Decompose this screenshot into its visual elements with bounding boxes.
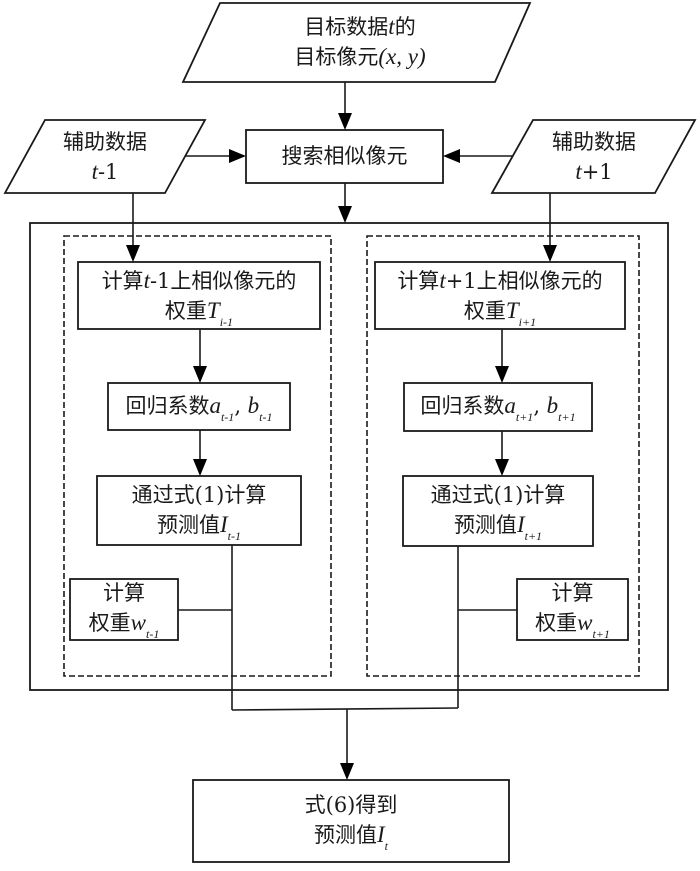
right-weight-w-label: 计算 权重wt+1 — [517, 579, 628, 641]
search-node — [245, 129, 444, 184]
arrowhead-right-T-to-regression — [495, 366, 509, 383]
right-w-var: w — [577, 610, 593, 635]
processing-container — [29, 222, 669, 691]
right-predict-sub: t+1 — [524, 529, 543, 543]
target-input-coords: (x, y) — [378, 44, 426, 69]
aux-prev-var: t — [91, 159, 98, 184]
right-T-symbol: T — [505, 298, 519, 323]
right-predict-var: I — [516, 512, 525, 537]
left-weight-w-label: 计算 权重wt-1 — [70, 579, 178, 641]
right-branch-group — [366, 235, 640, 677]
right-w-line1: 计算 — [551, 581, 594, 605]
aux-prev-suffix: -1 — [97, 160, 119, 184]
right-w-sub: t+1 — [592, 627, 610, 641]
arrowhead-left-T-to-regression — [193, 366, 207, 383]
aux-next-node — [490, 119, 697, 194]
left-regression-node — [107, 382, 291, 431]
target-input-node — [181, 2, 532, 83]
right-regression-a: a — [504, 393, 516, 418]
left-predict-var: I — [219, 512, 228, 537]
target-input-suffix: 的 — [394, 15, 416, 39]
right-weight-T-node — [374, 261, 626, 330]
right-regression-label: 回归系数at+1, bt+1 — [404, 391, 592, 424]
edge-merge-horizontal — [231, 707, 459, 711]
left-predict-sub: t-1 — [227, 529, 241, 543]
right-predict-label: 通过式(1)计算 预测值It+1 — [403, 480, 593, 543]
target-input-label: 目标数据t的 目标像元(x, y) — [205, 12, 515, 72]
right-T-var: t — [439, 268, 446, 293]
aux-next-label: 辅助数据 t+1 — [513, 127, 675, 187]
final-node — [192, 779, 510, 863]
arrowhead-target-to-search — [338, 113, 352, 130]
right-weight-w-node — [516, 578, 629, 641]
left-weight-T-label: 计算t-1上相似像元的 权重Ti-1 — [78, 266, 320, 329]
left-predict-line1: 通过式(1)计算 — [131, 483, 267, 507]
final-var: I — [376, 822, 385, 847]
target-input-var-t: t — [388, 14, 395, 39]
search-label: 搜索相似像元 — [246, 141, 443, 171]
right-regression-sep: , — [533, 394, 547, 418]
left-regression-text: 回归系数 — [125, 394, 210, 418]
left-w-var: w — [130, 610, 146, 635]
left-regression-label: 回归系数at-1, bt-1 — [108, 391, 290, 424]
left-T-subscript: i-1 — [219, 315, 234, 329]
left-regression-a-sub: t-1 — [220, 410, 235, 424]
right-T-subscript: i+1 — [518, 315, 537, 329]
left-w-line2: 权重 — [88, 611, 131, 635]
left-w-sub: t-1 — [146, 627, 160, 641]
left-weight-w-node — [69, 578, 179, 641]
target-input-line2: 目标像元 — [294, 45, 379, 69]
left-regression-a: a — [209, 393, 221, 418]
right-predict-line1: 通过式(1)计算 — [430, 483, 566, 507]
left-w-line1: 计算 — [103, 581, 145, 605]
left-T-line2: 权重 — [164, 299, 207, 323]
arrowhead-auxnext-to-search — [443, 149, 460, 163]
arrowhead-auxprev-to-left-T — [126, 245, 140, 262]
left-T-prefix: 计算 — [101, 269, 144, 293]
aux-prev-node — [3, 119, 207, 194]
left-predict-label: 通过式(1)计算 预测值It-1 — [97, 480, 301, 543]
right-w-line2: 权重 — [535, 611, 578, 635]
aux-next-suffix: +1 — [581, 160, 613, 184]
left-branch-group — [63, 235, 332, 677]
left-weight-T-node — [77, 261, 321, 330]
right-T-prefix: 计算 — [397, 269, 440, 293]
aux-next-var: t — [575, 159, 582, 184]
left-predict-node — [96, 475, 302, 546]
right-predict-line2: 预测值 — [453, 513, 517, 537]
search-text: 搜索相似像元 — [281, 144, 408, 168]
final-sub: t — [384, 839, 388, 853]
right-regression-node — [403, 382, 593, 432]
connectors — [126, 82, 557, 780]
right-T-suffix: +1上相似像元的 — [445, 269, 603, 293]
right-T-line2: 权重 — [463, 299, 506, 323]
arrowhead-auxnext-to-right-T — [543, 245, 557, 262]
arrowhead-auxprev-to-search — [229, 149, 246, 163]
left-regression-sep: , — [234, 394, 248, 418]
arrowhead-right-regression-to-predict — [495, 459, 509, 476]
left-T-var: t — [143, 268, 150, 293]
right-weight-T-label: 计算t+1上相似像元的 权重Ti+1 — [375, 266, 625, 329]
left-T-symbol: T — [206, 298, 220, 323]
left-regression-b-sub: t-1 — [259, 410, 273, 424]
right-regression-b-sub: t+1 — [558, 410, 576, 424]
aux-prev-label: 辅助数据 t-1 — [25, 127, 185, 187]
arrowhead-search-to-container — [338, 206, 352, 223]
final-line2: 预测值 — [313, 823, 377, 847]
arrowhead-left-regression-to-predict — [193, 459, 207, 476]
left-T-suffix: -1上相似像元的 — [149, 269, 297, 293]
right-regression-a-sub: t+1 — [515, 410, 534, 424]
left-regression-b: b — [247, 393, 260, 418]
aux-prev-line1: 辅助数据 — [63, 130, 147, 154]
right-predict-node — [402, 475, 594, 547]
right-regression-text: 回归系数 — [420, 394, 505, 418]
target-input-line1: 目标数据 — [304, 15, 389, 39]
aux-next-line1: 辅助数据 — [552, 130, 636, 154]
final-line1: 式(6)得到 — [304, 793, 398, 817]
left-predict-line2: 预测值 — [156, 513, 220, 537]
final-label: 式(6)得到 预测值It — [193, 790, 509, 853]
right-regression-b: b — [546, 393, 559, 418]
arrowhead-merge-to-final — [340, 763, 354, 780]
